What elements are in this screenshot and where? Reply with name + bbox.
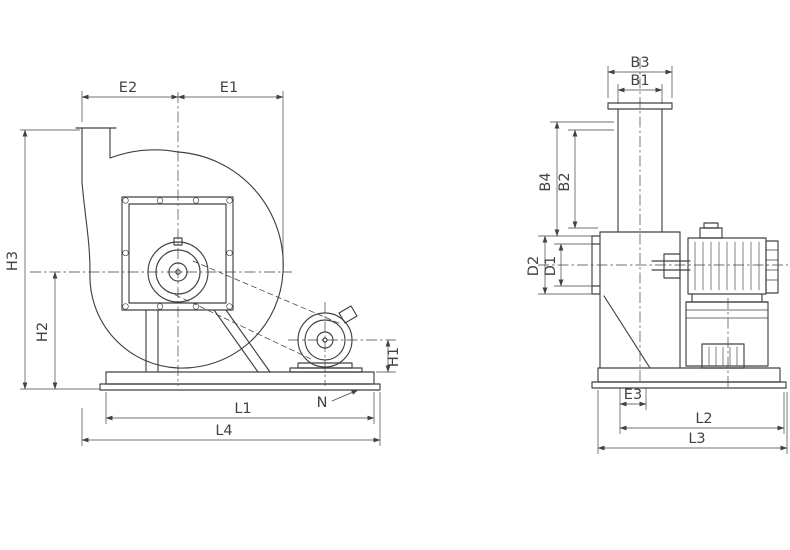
dim-l4: L4 [81, 392, 381, 446]
dim-label-b4: B4 [538, 172, 554, 191]
shaft-hub-circles [147, 237, 209, 303]
dim-b2: B2 [557, 129, 614, 229]
dim-h1: H1 [376, 339, 402, 373]
dim-b4: B4 [538, 121, 614, 237]
dim-l2: L2 [619, 392, 785, 434]
dim-label-l3: L3 [688, 431, 705, 447]
dim-h2: H2 [35, 271, 58, 390]
dim-h3: H3 [5, 129, 100, 390]
front-view: E2 E1 H3 H2 H1 L1 L4 [5, 80, 402, 446]
dim-label-b3: B3 [630, 55, 649, 71]
side-view: B3 B1 B4 B2 D2 D1 [526, 55, 788, 454]
dim-label-e1: E1 [220, 80, 238, 96]
motor-front [289, 305, 363, 373]
side-centerlines [538, 58, 788, 390]
dim-label-b2: B2 [557, 172, 573, 191]
dim-label-b1: B1 [630, 73, 649, 89]
dim-d2: D2 [526, 235, 592, 295]
base-frame [99, 371, 381, 391]
dim-l1: L1 [105, 392, 375, 424]
fan-cowl-grille [765, 249, 779, 281]
support-pedestal [145, 309, 271, 373]
dim-label-d1: D1 [543, 256, 559, 276]
motor-side [685, 222, 779, 303]
dim-label-n: N [317, 395, 328, 411]
dim-top-e2-e1: E2 E1 [81, 80, 284, 268]
dim-label-l2: L2 [695, 411, 712, 427]
shaft-bearing [651, 253, 691, 279]
anchor-bolt-callout: N [317, 389, 359, 411]
inlet-flange-bolt-holes [122, 197, 233, 310]
motor-support-frame [685, 301, 769, 369]
dim-label-h3: H3 [5, 251, 21, 271]
dim-label-d2: D2 [526, 256, 542, 276]
dim-label-l4: L4 [215, 423, 232, 439]
slide-rail-ribs [708, 346, 738, 366]
outlet-duct [607, 102, 673, 233]
dim-label-e3: E3 [624, 387, 642, 403]
inlet-flange-frame [121, 196, 234, 311]
dim-b1: B1 [617, 73, 663, 104]
dim-label-e2: E2 [119, 80, 137, 96]
base-frame-side [591, 367, 787, 389]
dim-label-l1: L1 [234, 401, 251, 417]
motor-cooling-fins [694, 241, 760, 291]
dim-label-h1: H1 [386, 347, 402, 367]
dim-l3: L3 [597, 390, 788, 454]
dim-d1: D1 [543, 243, 592, 287]
dim-e3: E3 [619, 387, 647, 434]
dim-label-h2: H2 [35, 322, 51, 342]
volute-casing [75, 127, 284, 369]
front-centerlines [30, 92, 396, 386]
dim-b3: B3 [607, 55, 673, 98]
